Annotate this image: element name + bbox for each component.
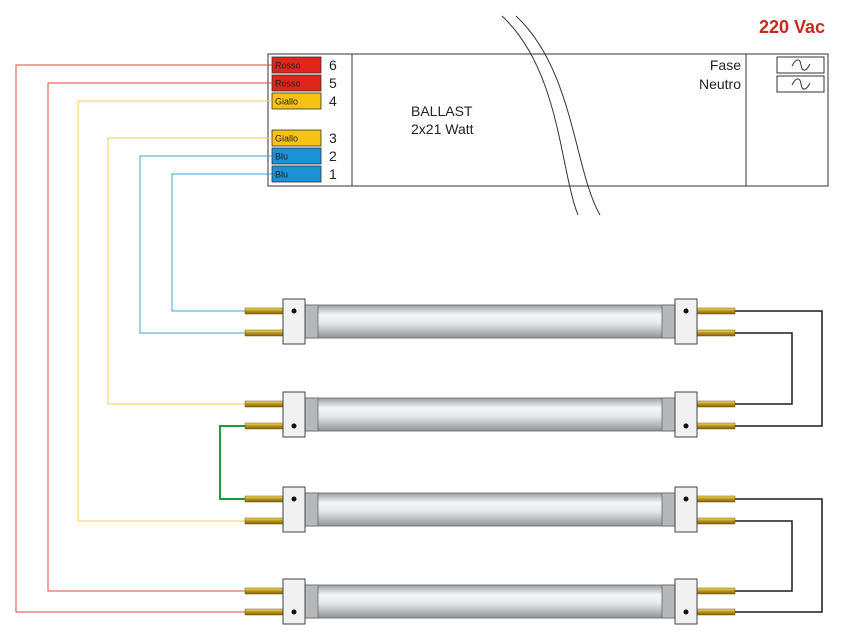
mains-terminal-phase [776,56,825,74]
wire-yellow-4 [77,100,272,522]
terminal-number: 3 [329,130,337,146]
tube-1 [244,298,736,345]
ac-symbol-icon [791,59,811,71]
terminal-color-label: Giallo [275,97,298,107]
terminal-number: 4 [329,93,337,109]
tube-2 [244,391,736,438]
ballast-title: BALLAST [411,103,473,119]
terminal-color-label: Blu [275,152,288,162]
terminal-3: Giallo 3 [271,129,337,147]
tube-3 [244,486,736,533]
mains-terminal-neutral [776,75,825,93]
wire-yellow-3 [107,137,272,405]
terminal-number: 1 [329,166,337,182]
terminal-2: Blu 2 [271,147,337,165]
terminal-color-label: Blu [275,170,288,180]
ac-symbol-icon [791,78,811,90]
ballast-rating: 2x21 Watt [411,121,474,137]
wire-black-tube1-tube2-inner [735,332,793,405]
supply-voltage-label: 220 Vac [759,17,825,37]
wire-black-tube3-tube4-outer [735,498,823,613]
terminal-color-label: Rosso [275,79,301,89]
wire-green-jumper [219,425,245,500]
wire-black-tube3-tube4-inner [735,520,793,592]
terminal-number: 5 [329,75,337,91]
terminal-number: 2 [329,148,337,164]
wire-black-tube1-tube2-outer [735,310,823,427]
wire-blue-1 [171,173,272,312]
tube-4 [244,578,736,625]
terminal-number: 6 [329,57,337,73]
neutral-label: Neutro [699,76,741,92]
wire-red-5 [47,82,272,592]
wire-red-6 [15,64,272,613]
terminal-4: Giallo 4 [271,92,337,110]
break-lines [501,15,601,216]
terminal-color-label: Giallo [275,134,298,144]
wire-blue-2 [139,155,272,334]
terminal-color-label: Rosso [275,61,301,71]
phase-label: Fase [710,57,741,73]
wires [15,64,823,613]
ballast-box [267,53,829,187]
